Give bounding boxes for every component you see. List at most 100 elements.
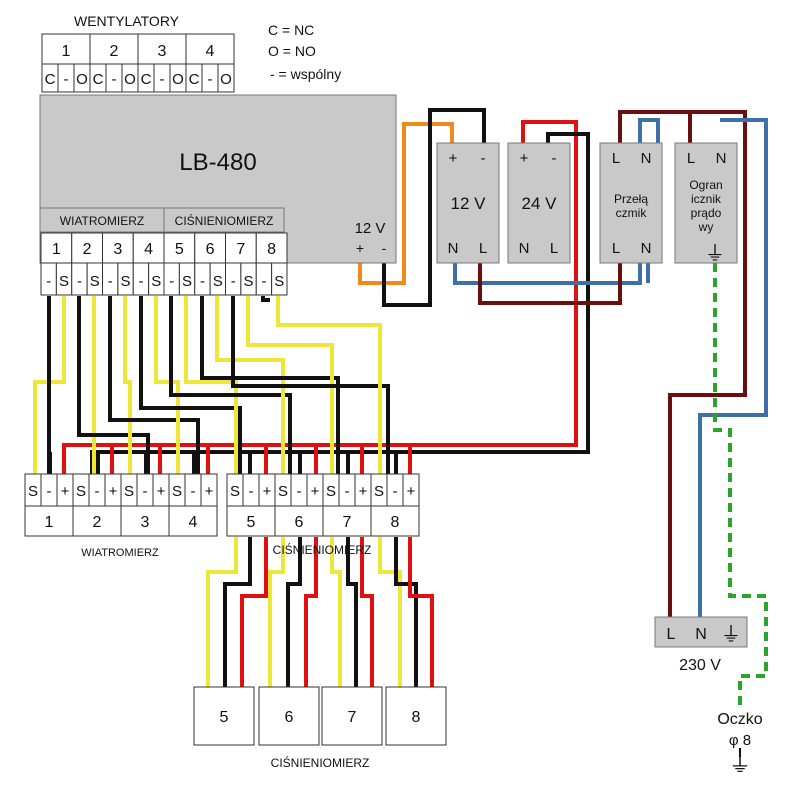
fans-title: WENTYLATORY — [74, 13, 180, 29]
controller-pin-label: S — [244, 273, 254, 290]
wire-sensor7-g — [346, 537, 358, 688]
strip-pin-label: S — [326, 483, 336, 500]
strip-pin-label: - — [143, 483, 148, 500]
wire-minus-drops — [48, 452, 398, 478]
strip-pin-label: S — [230, 483, 240, 500]
wire-sensor5-g — [223, 537, 252, 688]
wire-plus-drops — [62, 445, 412, 478]
earth-icon: ⏚ — [721, 624, 741, 646]
strip-pin-label: - — [249, 483, 254, 500]
strip-number: 8 — [391, 514, 400, 531]
fan-pin-label: - — [160, 71, 165, 88]
wire-12v-minus — [382, 108, 486, 307]
strip-number: 5 — [247, 514, 256, 531]
controller-channel-1: 1 — [52, 241, 61, 258]
wire-l-mains — [668, 148, 747, 625]
strip-pin-label: S — [172, 483, 182, 500]
supply-top-left: L — [612, 150, 620, 167]
supply-bottom-right: L — [479, 240, 487, 257]
strip-pin-label: - — [393, 483, 398, 500]
strip-pin-label: + — [311, 483, 320, 500]
controller-channel-5: 5 — [175, 241, 184, 258]
supply-label: Przełą — [614, 192, 648, 206]
controller-pin-label: S — [182, 273, 192, 290]
strip-pin-label: - — [47, 483, 52, 500]
controller-pin-label: - — [138, 273, 143, 290]
strip-label-pressure: CIŚNIENIOMIERZ — [273, 542, 372, 557]
sensor-7: 7 — [348, 709, 357, 726]
supply-bottom-left: N — [448, 240, 459, 257]
sensors-label: CIŚNIENIOMIERZ — [271, 755, 370, 770]
controller-name: LB-480 — [179, 149, 256, 176]
legend-nc: C = NC — [268, 22, 314, 38]
fan-pin-label: O — [172, 71, 184, 88]
supply-label: czmik — [616, 206, 648, 220]
strip-number: 3 — [141, 514, 150, 531]
supply-label: 24 V — [522, 194, 558, 213]
supply-label: icznik — [691, 192, 722, 206]
strip-pin-label: - — [345, 483, 350, 500]
strip-pin-label: S — [124, 483, 134, 500]
supply-bottom-left: N — [519, 240, 530, 257]
strip-pin-label: - — [191, 483, 196, 500]
controller-pin-label: - — [77, 273, 82, 290]
wire-sensor8-g — [394, 537, 418, 688]
mains-pin-n: N — [695, 626, 707, 643]
controller-power-minus: - — [382, 240, 387, 256]
fan-number-4: 4 — [206, 43, 215, 60]
sensor-5: 5 — [220, 709, 229, 726]
controller-pin-label: S — [59, 273, 69, 290]
legend-no: O = NO — [268, 43, 316, 59]
terminal-strip: S-+1S-+2S-+3S-+4S-+5S-+6S-+7S-+8 WIATROM… — [24, 473, 420, 559]
fan-number-2: 2 — [110, 43, 119, 60]
controller-pin-label: S — [213, 273, 223, 290]
strip-label-wind: WIATROMIERZ — [81, 547, 159, 559]
controller-channel-2: 2 — [83, 241, 92, 258]
controller-pin-label: - — [46, 273, 51, 290]
wire-sensor5-p — [240, 537, 268, 688]
fan-pin-label: - — [112, 71, 117, 88]
wire-sensor7-p — [360, 537, 374, 688]
supply-top-right: - — [552, 150, 557, 167]
controller-channel-6: 6 — [206, 241, 215, 258]
controller-pin-label: - — [261, 273, 266, 290]
controller-pin-label: S — [90, 273, 100, 290]
supply-label: prądo — [691, 206, 722, 220]
wire-s6 — [215, 296, 285, 478]
supply-label: wy — [698, 220, 714, 234]
wire-sensor6-g — [286, 537, 302, 688]
strip-pin-label: + — [407, 483, 416, 500]
mains-connector: L N ⏚ 230 V — [654, 616, 748, 674]
fan-pin-label: C — [93, 71, 104, 88]
strip-number: 1 — [45, 514, 54, 531]
wire-earth — [713, 263, 768, 705]
wire-s5 — [184, 296, 238, 478]
wire-g7 — [231, 296, 390, 478]
controller-channel-3: 3 — [113, 241, 122, 258]
controller-channel-8: 8 — [267, 241, 276, 258]
fan-pin-label: - — [64, 71, 69, 88]
strip-pin-label: S — [374, 483, 384, 500]
strip-pin-label: - — [297, 483, 302, 500]
wire-sensor8-s — [378, 537, 402, 688]
wire-s3 — [123, 296, 132, 478]
controller-channel-7: 7 — [236, 241, 245, 258]
fan-pin-label: O — [76, 71, 88, 88]
mains-pin-l: L — [667, 626, 676, 643]
supply-top-right: - — [481, 150, 486, 167]
strip-pin-label: + — [205, 483, 214, 500]
strip-pin-label: + — [109, 483, 118, 500]
supply-bottom-right: N — [641, 240, 652, 257]
controller-pin-label: - — [200, 273, 205, 290]
fan-number-3: 3 — [158, 43, 167, 60]
wire-s4 — [154, 296, 180, 478]
fan-pin-label: O — [124, 71, 136, 88]
sensor-8: 8 — [412, 709, 421, 726]
legend-common: - = wspólny — [270, 66, 341, 82]
strip-pin-label: S — [278, 483, 288, 500]
controller-power-plus: + — [356, 240, 364, 256]
